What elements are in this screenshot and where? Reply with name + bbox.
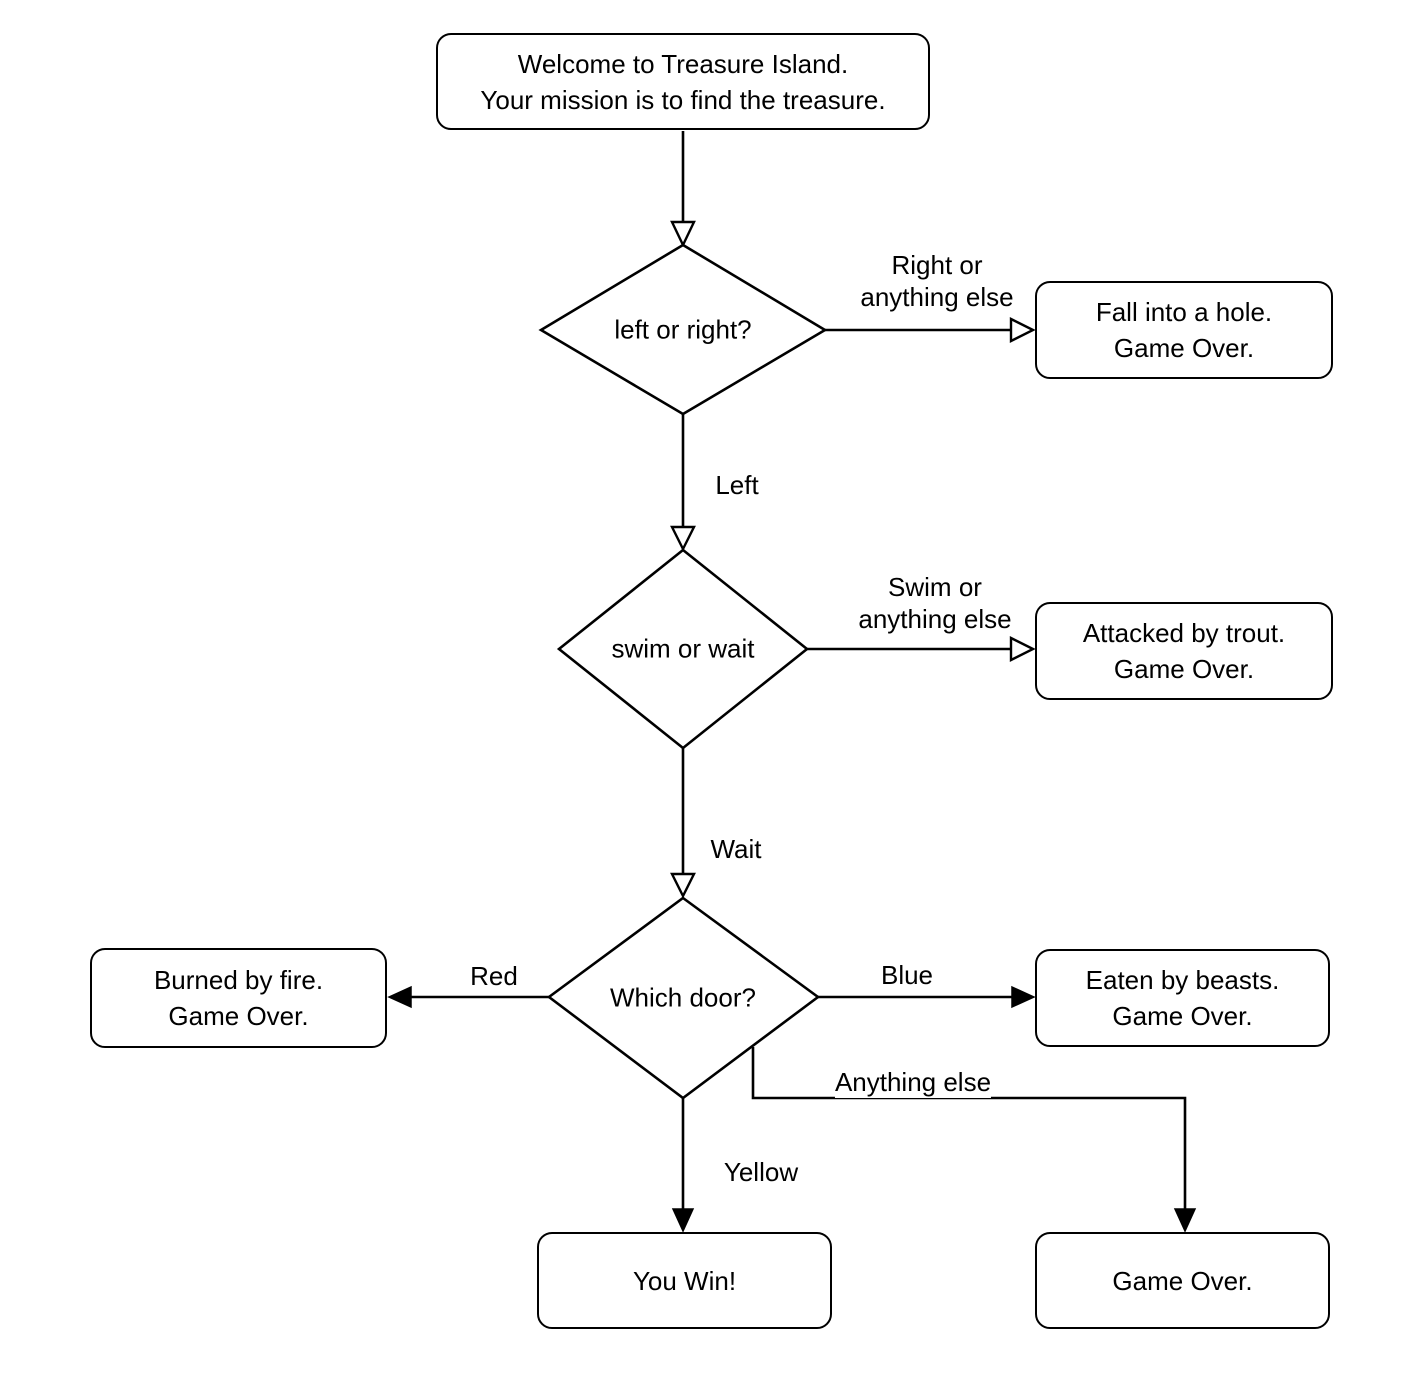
arrow-right-hollow-icon — [1009, 317, 1036, 343]
edge-label-red: Red — [470, 960, 518, 992]
node-you-win-line1: You Win! — [632, 1265, 737, 1296]
node-burned-by-fire: Burned by fire. Game Over. — [90, 948, 387, 1048]
edge-door-to-eaten — [818, 985, 1036, 1009]
node-burned-by-fire-line2: Game Over. — [168, 1001, 309, 1031]
decision-swim-or-wait-shape — [556, 548, 810, 750]
edge-label-right-or-line1: Right or — [891, 250, 983, 280]
arrow-down-hollow-icon — [670, 525, 696, 552]
node-welcome-line1: Welcome to Treasure Island. — [517, 48, 849, 79]
edge-label-yellow: Yellow — [723, 1156, 799, 1188]
node-fall-into-hole-line2: Game Over. — [1113, 333, 1255, 363]
node-you-win: You Win! — [537, 1232, 832, 1329]
decision-left-or-right-label: left or right? — [614, 314, 752, 345]
node-game-over: Game Over. — [1035, 1232, 1330, 1329]
node-fall-into-hole-line1: Fall into a hole. — [1095, 297, 1273, 327]
edge-swim-to-trout — [807, 636, 1036, 662]
edge-door-to-win — [671, 1098, 695, 1233]
edge-swim-to-door — [670, 748, 696, 899]
node-eaten-by-beasts: Eaten by beasts. Game Over. — [1035, 949, 1330, 1047]
arrow-left-filled-icon — [387, 985, 412, 1009]
edge-welcome-to-direction — [670, 131, 696, 248]
arrow-down-hollow-icon — [670, 872, 696, 899]
node-eaten-by-beasts-line1: Eaten by beasts. — [1085, 965, 1280, 995]
edge-label-right-or-line2: anything else — [860, 282, 1014, 312]
decision-which-door-label: Which door? — [610, 982, 756, 1013]
arrow-down-hollow-icon — [670, 220, 696, 248]
node-welcome-line2: Your mission is to find the treasure. — [480, 84, 886, 115]
edge-label-swim-or-anything-else: Swim or anything else — [858, 571, 1012, 635]
edge-label-left: Left — [715, 469, 759, 501]
node-attacked-by-trout-line1: Attacked by trout. — [1082, 618, 1286, 648]
node-eaten-by-beasts-line2: Game Over. — [1112, 1001, 1253, 1031]
edge-label-wait: Wait — [710, 833, 762, 865]
edge-label-swim-or-line2: anything else — [858, 604, 1012, 634]
arrow-down-filled-icon — [1173, 1208, 1197, 1233]
node-game-over-line1: Game Over. — [1112, 1265, 1253, 1296]
node-welcome: Welcome to Treasure Island. Your mission… — [436, 33, 930, 130]
decision-left-or-right-shape — [538, 243, 828, 416]
arrow-right-hollow-icon — [1009, 636, 1036, 662]
node-fall-into-hole: Fall into a hole. Game Over. — [1035, 281, 1333, 379]
node-attacked-by-trout: Attacked by trout. Game Over. — [1035, 602, 1333, 700]
edge-label-swim-or-line1: Swim or — [888, 572, 982, 602]
edge-label-anything-else: Anything else — [834, 1066, 992, 1098]
edge-label-blue: Blue — [880, 959, 934, 991]
arrow-right-filled-icon — [1011, 985, 1036, 1009]
edge-door-to-game-over — [751, 1047, 1197, 1233]
decision-which-door-shape — [546, 896, 821, 1100]
decision-swim-or-wait-label: swim or wait — [611, 633, 755, 664]
edge-door-to-burned — [387, 985, 549, 1009]
edge-direction-to-swim — [670, 414, 696, 552]
arrow-down-filled-icon — [671, 1208, 695, 1233]
edge-label-right-or-anything-else: Right or anything else — [860, 249, 1014, 313]
node-attacked-by-trout-line2: Game Over. — [1113, 654, 1255, 684]
node-burned-by-fire-line1: Burned by fire. — [153, 965, 324, 995]
edge-direction-to-fall-hole — [825, 317, 1036, 343]
